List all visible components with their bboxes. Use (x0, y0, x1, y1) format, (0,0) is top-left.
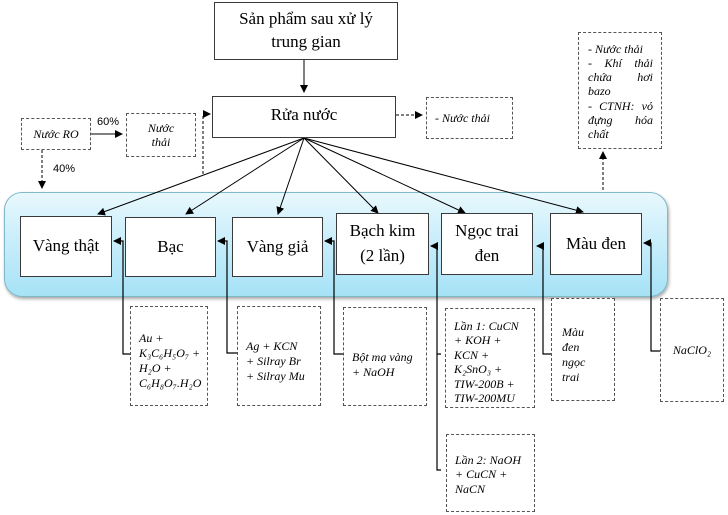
stage-label: Vàng thật (32, 236, 100, 256)
wash-wastewater-box: - Nước thải (426, 97, 513, 139)
input-line: + KOH + (454, 333, 502, 348)
input-line: K₂SnO₃ + (454, 362, 503, 377)
arrow-wash-ngoc-trai (303, 137, 466, 214)
input-line: ngọc (562, 355, 586, 369)
band-waste-line: - Khí thải chứa hơi bazo (588, 56, 653, 99)
ro-wastewater-box: Nước thải (126, 113, 196, 157)
arrow-wash-vang-gia (276, 137, 305, 215)
band-waste-box: - Nước thải - Khí thải chứa hơi bazo - C… (578, 32, 662, 149)
stage-bach-kim: Bạch kim (2 lần) (336, 213, 429, 275)
ro-water-box: Nước RO (21, 118, 91, 150)
input-line: TIW-200MU (454, 390, 515, 405)
input-line: KCN + (454, 347, 490, 362)
stage-vang-that: Vàng thật (20, 216, 112, 277)
feed-mau-den (643, 239, 660, 352)
arrow-recycle-to-wash (202, 110, 211, 174)
input-line: + Silray Mu (246, 369, 305, 383)
arrow-wash-mau-den (303, 137, 584, 215)
band-waste-line: - CTNH: vỏ đựng hóa chất (588, 98, 653, 141)
water-wash-label: Rửa nước (270, 105, 338, 124)
feed-bac (217, 237, 237, 354)
feed-bach-kim-2 (436, 354, 441, 471)
input-vang-that: Au + K₃C₆H₅O₇ + H₂O + C₆H₈O₇.H₂O (130, 306, 208, 406)
pct-to-wash: 40% (53, 163, 76, 175)
input-line: K₃C₆H₅O₇ + (139, 346, 201, 360)
arrow-wash-vang-that (97, 137, 305, 216)
input-bac: Ag + KCN + Silray Br + Silray Mu (237, 306, 321, 406)
input-line: Au + (139, 331, 164, 345)
input-line: TIW-200B + (454, 376, 515, 391)
wash-wastewater-label: - Nước thải (435, 110, 490, 125)
stage-label: Màu đen (566, 233, 626, 253)
feed-vang-gia (324, 237, 344, 355)
stage-label: Bạch kim (349, 221, 416, 241)
feed-vang-that (113, 237, 133, 355)
input-bach-kim-1: Lần 1: CuCN + KOH + KCN + K₂SnO₃ + TIW-2… (445, 308, 535, 408)
feed-ngoc-trai (536, 242, 553, 355)
input-line: + NaOH (352, 365, 395, 379)
ro-water-label: Nước RO (33, 126, 79, 141)
input-line: Lần 1: CuCN (454, 319, 519, 333)
stage-ngoc-trai-den: Ngọc trai đen (441, 213, 533, 275)
input-line: NaClO₂ (672, 342, 712, 357)
input-line: Bột mạ vàng (352, 350, 413, 364)
stage-label-sub: (2 lần) (360, 246, 405, 265)
input-vang-gia: Bột mạ vàng + NaOH (343, 307, 427, 406)
input-line: C₆H₈O₇.H₂O (139, 376, 202, 390)
pct-to-waste: 60% (97, 116, 120, 128)
intermediate-product-line1: Sản phẩm sau xử lý (239, 9, 373, 29)
feed-bach-kim-1 (430, 242, 441, 355)
water-wash-box: Rửa nước (212, 96, 396, 138)
arrow-wash-bac (185, 137, 305, 215)
ro-wastewater-line1: Nước (147, 120, 175, 135)
input-bach-kim-2: Lần 2: NaOH + CuCN + NaCN (446, 434, 535, 512)
stage-vang-gia: Vàng giả (232, 217, 323, 277)
input-line: NaCN (455, 481, 486, 496)
input-ngoc-trai: Màu đen ngọc trai (551, 298, 615, 401)
intermediate-product-line2: trung gian (271, 32, 341, 51)
stage-bac: Bạc (125, 217, 216, 277)
input-line: đen (562, 340, 580, 354)
stage-label: Bạc (157, 236, 184, 256)
input-line: trai (562, 370, 580, 384)
arrow-wash-bach-kim (303, 137, 379, 214)
input-line: + CuCN + (455, 467, 508, 482)
input-line: Lần 2: NaOH (455, 453, 522, 467)
stage-mau-den: Màu đen (550, 213, 642, 275)
input-line: + Silray Br (246, 354, 301, 368)
stage-label: Vàng giả (246, 236, 309, 256)
input-line: Màu (562, 325, 584, 339)
input-line: Ag + KCN (246, 339, 298, 353)
input-line: H₂O + (139, 361, 172, 375)
input-mau-den: NaClO₂ (660, 298, 724, 402)
ro-wastewater-line2: thải (151, 135, 171, 149)
band-waste-line: - Nước thải (588, 42, 643, 56)
intermediate-product-box: Sản phẩm sau xử lý trung gian (214, 2, 398, 60)
stage-label-sub: đen (474, 246, 500, 265)
stage-label: Ngọc trai (455, 221, 519, 241)
